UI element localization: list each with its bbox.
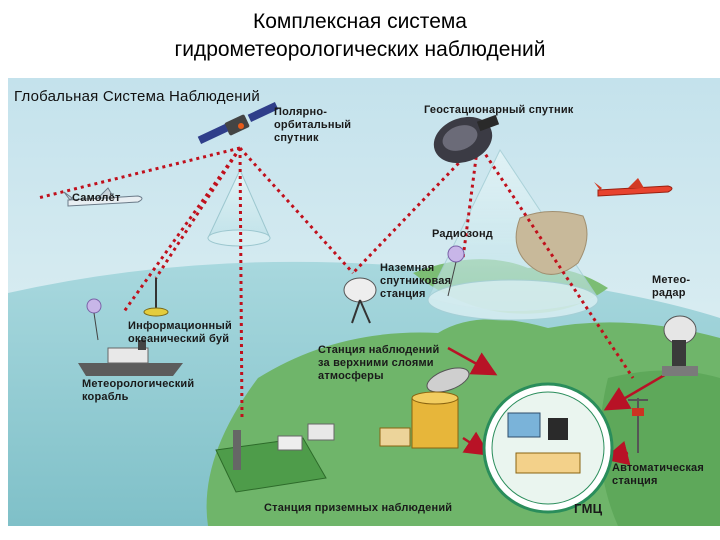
radiosonde-label: Радиозонд	[432, 228, 493, 240]
upper-air-station-label: Станция наблюдений за верхними слоями ат…	[318, 344, 440, 382]
airplane-icon	[63, 187, 143, 207]
upper-air-station-icon	[379, 367, 470, 449]
surface-station-icon	[215, 423, 335, 493]
airplane-red-icon	[594, 178, 673, 197]
polar-beam-footprint	[207, 229, 271, 247]
automatic-station-label: Автоматическая станция	[612, 462, 704, 487]
polar-satellite-icon	[197, 102, 279, 144]
data-links	[37, 141, 635, 419]
land-east	[600, 370, 720, 526]
automatic-station-icon	[628, 398, 648, 453]
cloud-system	[515, 210, 588, 275]
observation-system-diagram: Глобальная Система Наблюдений Полярно- о…	[8, 78, 720, 526]
weather-radar-icon	[662, 315, 698, 376]
ocean-buoy-icon	[143, 278, 169, 317]
title-line-1: Комплексная система	[253, 10, 467, 33]
diagram-header: Глобальная Система Наблюдений	[14, 88, 260, 105]
ocean-buoy-label: Информационный океанический буй	[128, 320, 232, 345]
flow-arrows	[447, 346, 669, 466]
weather-radar-label: Метео- радар	[652, 274, 691, 299]
geo-satellite-icon	[433, 114, 500, 164]
gmc-center-icon	[482, 382, 614, 514]
title-line-2: гидрометеорологических наблюдений	[174, 38, 546, 61]
diagram-artwork	[8, 78, 720, 526]
ship-icon	[78, 340, 183, 376]
gmc-label: ГМЦ	[574, 501, 603, 516]
airplane-label: Самолёт	[72, 192, 121, 204]
geo-beam-footprint	[427, 279, 599, 321]
ship-label: Метеорологический корабль	[82, 378, 195, 403]
radiosonde-balloon-icon	[86, 245, 465, 341]
ground-satellite-station-label: Наземная спутниковая станция	[380, 262, 452, 300]
ground-dish-icon	[343, 277, 377, 324]
polar-satellite-label: Полярно- орбитальный спутник	[274, 106, 352, 144]
geo-satellite-label: Геостационарный спутник	[424, 104, 574, 116]
page-title: Комплексная система гидрометеорологическ…	[0, 8, 720, 64]
surface-station-label: Станция приземных наблюдений	[264, 502, 453, 514]
